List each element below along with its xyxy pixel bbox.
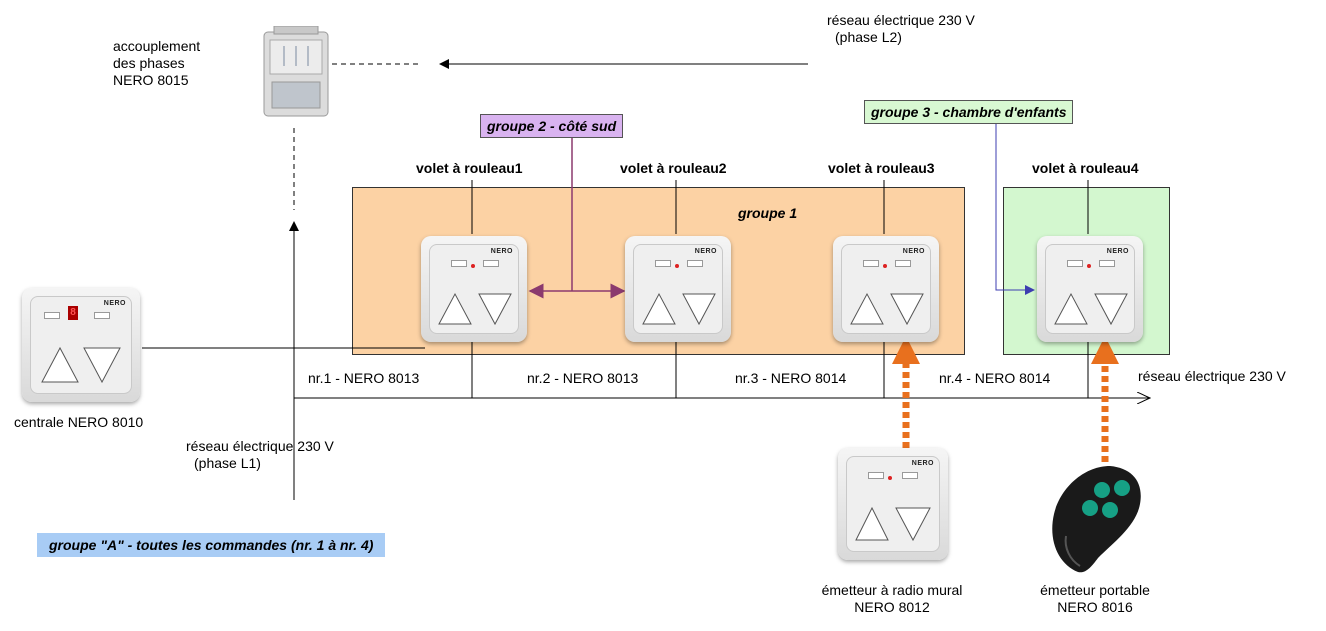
shutter-label-2: volet à rouleau2	[620, 160, 727, 176]
receiver-switch-1: NERO	[421, 236, 527, 342]
receiver-switch-3: NERO	[833, 236, 939, 342]
wall-transmitter-label: émetteur à radio mural NERO 8012	[821, 582, 963, 615]
up-down-arrows-icon	[438, 292, 512, 326]
shutter-label-3: volet à rouleau3	[828, 160, 935, 176]
portable-transmitter-label: émetteur portable NERO 8016	[1040, 582, 1150, 615]
central-label: centrale NERO 8010	[14, 414, 144, 430]
coupler-device	[262, 25, 330, 120]
central-unit: NERO 8	[22, 288, 140, 402]
group-3-arrow	[995, 124, 1035, 295]
network-right-label: réseau électrique 230 V	[1138, 368, 1286, 384]
wall-transmitter: NERO	[838, 448, 948, 560]
up-down-arrows-icon	[1054, 292, 1128, 326]
shutter-label-4: volet à rouleau4	[1032, 160, 1139, 176]
group-a-badge: groupe "A" - toutes les commandes (nr. 1…	[37, 533, 386, 557]
up-down-arrows-icon	[855, 506, 931, 542]
receiver-label-2: nr.2 - NERO 8013	[527, 370, 639, 386]
network-l2-label: réseau électrique 230 V (phase L2)	[827, 12, 975, 45]
receiver-label-4: nr.4 - NERO 8014	[939, 370, 1051, 386]
receiver-switch-4: NERO	[1037, 236, 1143, 342]
up-down-arrows-icon	[41, 346, 121, 384]
key-fob-icon	[1052, 466, 1141, 573]
central-display: 8	[68, 306, 78, 320]
network-l1-label: réseau électrique 230 V (phase L1)	[186, 438, 334, 471]
receiver-label-1: nr.1 - NERO 8013	[308, 370, 420, 386]
group-2-badge: groupe 2 - côté sud	[480, 114, 624, 138]
receiver-label-3: nr.3 - NERO 8014	[735, 370, 847, 386]
up-down-arrows-icon	[850, 292, 924, 326]
shutter-label-1: volet à rouleau1	[416, 160, 523, 176]
portable-transmitter	[1040, 460, 1150, 575]
receiver-switch-2: NERO	[625, 236, 731, 342]
coupler-label: accouplement des phases NERO 8015	[113, 38, 201, 88]
up-down-arrows-icon	[642, 292, 716, 326]
group-1-label: groupe 1	[738, 205, 798, 221]
group-3-badge: groupe 3 - chambre d'enfants	[864, 100, 1074, 124]
